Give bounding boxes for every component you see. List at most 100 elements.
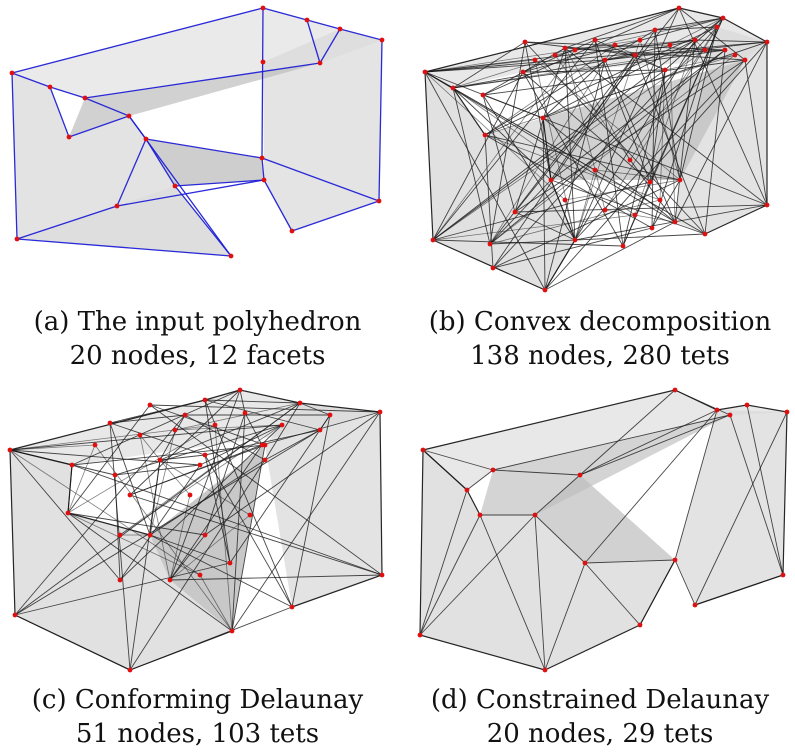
conforming-node-30: [182, 412, 188, 418]
constrained-mesh-edge-10: [674, 559, 696, 606]
decomposition-mesh-edge-33: [694, 39, 768, 43]
conforming-interior-edge-2: [94, 444, 233, 632]
conforming-interior-edge-7: [174, 424, 283, 431]
conforming-mesh-edge-31: [159, 454, 206, 461]
decomposition-node-10: [540, 115, 546, 121]
decomposition-mesh-edge-54: [542, 117, 546, 291]
decomposition-face-1: [675, 27, 767, 234]
decomposition-node-27: [562, 45, 568, 51]
conforming-mesh-edge-66: [129, 606, 293, 671]
decomposition-node-12: [572, 237, 578, 243]
decomposition-node-3: [720, 15, 726, 21]
decomposition-mesh-edge-61: [574, 204, 768, 241]
conforming-interior-edge-13: [119, 402, 301, 536]
conforming-node-22: [12, 612, 18, 618]
conforming-node-11: [317, 427, 323, 433]
conforming-mesh-edge-34: [159, 414, 186, 461]
decomposition-mesh-edge-28: [654, 26, 718, 31]
decomposition-interior-edge-9: [484, 44, 616, 136]
decomposition-mesh-edge-80: [744, 59, 768, 206]
panel-conforming-delaunay: (c) Conforming Delaunay 51 nodes, 103 te…: [0, 385, 395, 755]
conforming-mesh-edge-36: [204, 454, 231, 564]
decomposition-mesh-edge-75: [489, 233, 706, 245]
conforming-mesh-edge-22: [204, 411, 381, 536]
conforming-mesh-edge-52: [129, 459, 266, 671]
constrained-node-13: [542, 667, 548, 673]
decomposition-interior-edge-15: [669, 17, 724, 46]
decomposition-outline-edge-0: [424, 7, 680, 73]
constrained-mesh-edge-24: [492, 469, 581, 476]
polyhedron-node-M: [261, 177, 267, 183]
decomposition-interior-edge-7: [432, 49, 576, 241]
decomposition-mesh-edge-52: [484, 29, 656, 136]
decomposition-interior-edge-19: [432, 49, 706, 241]
constrained-node-15: [692, 602, 698, 608]
polyhedron-node-S: [289, 228, 295, 234]
caption-d-stats: 20 nodes, 29 tets: [486, 719, 714, 749]
decomposition-node-32: [742, 57, 748, 63]
constrained-node-10: [672, 557, 678, 563]
conforming-node-18: [227, 560, 233, 566]
decomposition-node-33: [662, 67, 668, 73]
decomposition-mesh-edge-34: [452, 87, 552, 181]
conforming-mesh-edge-33: [129, 459, 161, 671]
decomposition-node-2: [676, 5, 682, 11]
decomposition-outline-edge-5: [424, 71, 434, 241]
conforming-outline-edge-4: [379, 411, 383, 576]
polyhedron-edge-1: [262, 7, 308, 21]
polyhedron-node-G: [66, 134, 72, 140]
constrained-node-2: [714, 407, 720, 413]
conforming-outline-edge-1: [204, 389, 241, 401]
constrained-node-8: [532, 512, 538, 518]
decomposition-node-4: [714, 24, 720, 30]
conforming-node-15: [262, 457, 268, 463]
decomposition-mesh-edge-60: [550, 49, 726, 181]
decomposition-node-24: [677, 177, 683, 183]
conforming-interior-edge-5: [174, 402, 301, 431]
decomposition-mesh-edge-85: [492, 29, 656, 269]
polyhedron-edge-0: [11, 7, 264, 74]
conforming-node-20: [167, 577, 173, 583]
decomposition-interior-edge-17: [564, 44, 671, 49]
polyhedron-node-Q: [14, 236, 20, 242]
conforming-mesh-edge-30: [114, 424, 283, 476]
decomposition-node-22: [512, 209, 518, 215]
panel-constrained-delaunay: (d) Constrained Delaunay 20 nodes, 29 te…: [405, 385, 795, 755]
decomposition-interior-edge-11: [614, 44, 666, 71]
conforming-outline-edge-0: [9, 399, 206, 451]
decomposition-steiner-node-2: [572, 47, 578, 53]
conforming-node-31: [147, 402, 153, 408]
conforming-mesh-edge-4: [109, 399, 206, 424]
decomposition-mesh-edge-47: [522, 39, 596, 73]
decomposition-steiner-node-8: [562, 197, 568, 203]
polyhedron-edge-26: [116, 179, 265, 207]
decomposition-mesh-edge-72: [544, 221, 676, 291]
conforming-node-0: [7, 447, 13, 453]
decomposition-mesh-edge-2: [424, 71, 676, 223]
panel-convex-decomposition: (b) Convex decomposition 138 nodes, 280 …: [405, 0, 795, 380]
decomposition-interior-edge-26: [564, 179, 681, 201]
decomposition-mesh-edge-27: [679, 26, 718, 181]
decomposition-node-5: [764, 39, 770, 45]
decomposition-mesh-edge-53: [542, 117, 676, 223]
conforming-mesh-edge-48: [129, 494, 383, 576]
constrained-mesh-edge-19: [639, 559, 676, 626]
decomposition-interior-edge-28: [604, 209, 676, 223]
conforming-interior-edge-19: [159, 459, 251, 516]
constrained-mesh-edge-15: [419, 514, 536, 636]
constrained-node-1: [672, 387, 678, 393]
polyhedron-node-H: [82, 95, 88, 101]
decomposition-mesh-edge-97: [564, 47, 746, 61]
conforming-mesh-edge-67: [231, 412, 246, 632]
decomposition-interior-edge-10: [489, 44, 616, 245]
decomposition-mesh-edge-30: [674, 41, 768, 223]
conforming-mesh-edge-41: [264, 429, 321, 461]
constrained-outline-edge-8: [544, 624, 641, 671]
conforming-interior-edge-1: [67, 444, 96, 514]
constrained-mesh-edge-22: [746, 404, 784, 576]
conforming-mesh-edge-13: [71, 389, 241, 466]
decomposition-node-1: [522, 39, 528, 45]
decomposition-node-0: [422, 69, 428, 75]
notch-face: [146, 139, 264, 186]
conforming-outline-edge-2: [239, 389, 301, 404]
